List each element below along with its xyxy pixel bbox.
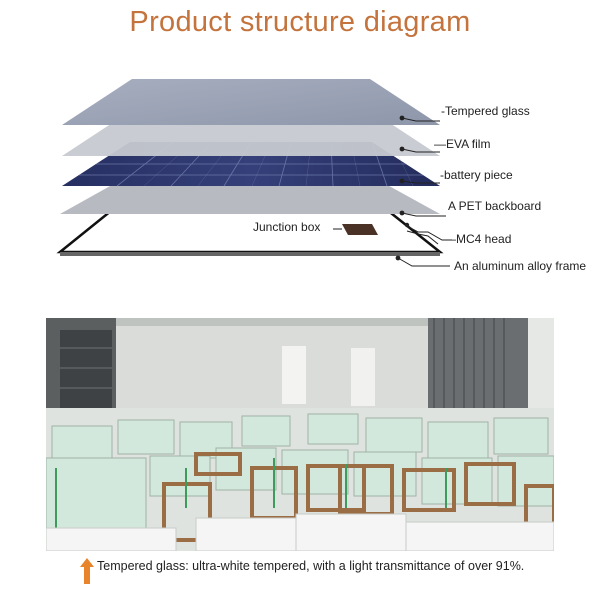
arrow-up-icon bbox=[80, 558, 94, 584]
label-eva-film: —EVA film bbox=[434, 137, 491, 151]
leader-dots bbox=[395, 115, 410, 261]
label-battery-piece: -battery piece bbox=[440, 168, 513, 182]
label-mc4-head: —MC4 head bbox=[444, 232, 512, 246]
page-title: Product structure diagram bbox=[129, 6, 471, 38]
warehouse-photo bbox=[46, 318, 554, 551]
structure-diagram bbox=[56, 79, 452, 267]
label-tempered-glass: -Tempered glass bbox=[441, 104, 530, 118]
leader-lines bbox=[333, 117, 452, 267]
junction-box-shape bbox=[342, 224, 378, 235]
label-junction-box: Junction box bbox=[253, 220, 321, 234]
label-aluminum-frame: An aluminum alloy frame bbox=[454, 259, 587, 273]
tempered-glass-layer bbox=[62, 79, 440, 125]
label-pet-backboard: A PET backboard bbox=[448, 199, 542, 213]
caption-text: Tempered glass: ultra-white tempered, wi… bbox=[97, 559, 525, 573]
